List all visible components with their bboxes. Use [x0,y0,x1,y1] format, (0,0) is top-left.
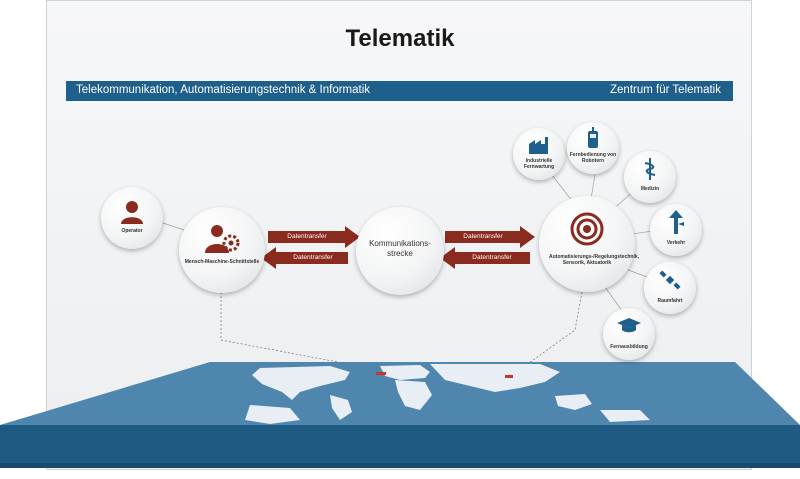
arrow-left-2 [440,247,530,269]
banner: Telekommunikation, Automatisierungstechn… [66,81,733,101]
app-space[interactable]: Raumfahrt [644,262,696,314]
app-medicine-label: Medizin [640,186,660,192]
arrow-left-1 [261,247,348,269]
communication-label: Kommunikations-strecke [369,239,431,258]
arrows [261,226,535,269]
remote-control-icon [588,127,598,148]
caduceus-icon [644,158,656,180]
operator-node[interactable]: Operator [101,187,163,249]
arrow-right-1-label: Datentransfer [287,233,327,240]
app-industrial-label: Industrielle Fernwartung [523,158,555,170]
app-industrial-maintenance[interactable]: Industrielle Fernwartung [513,128,565,180]
graduation-cap-icon [617,318,641,333]
map-marker-europe [376,372,386,375]
app-traffic[interactable]: Verkehr [650,204,702,256]
app-remote-education[interactable]: Fernausbildung [603,308,655,360]
platform-side [0,425,800,463]
page-title: Telematik [345,25,455,52]
communication-node[interactable]: Kommunikations-strecke [356,207,444,295]
app-space-label: Raumfahrt [657,298,683,304]
app-medicine[interactable]: Medizin [624,151,676,203]
banner-left-text: Telekommunikation, Automatisierungstechn… [76,84,371,96]
automation-label: Automatisierungs-/Regelungstechnik, Sens… [549,254,640,266]
arrow-right-2-label: Datentransfer [463,233,503,240]
factory-icon [529,137,548,154]
arrow-right-1 [268,226,360,248]
operator-gear-icon [205,225,240,253]
automation-node[interactable]: Automatisierungs-/Regelungstechnik, Sens… [539,196,640,292]
world-map-platform [0,362,800,468]
app-education-label: Fernausbildung [610,344,648,350]
mmi-label: Mensch-Maschine-Schnittstelle [184,259,260,265]
person-icon [121,201,143,224]
app-traffic-label: Verkehr [666,240,686,246]
world-map-continents [245,364,650,424]
banner-right-text: Zentrum für Telematik [610,84,721,96]
arrow-left-1-label: Datentransfer [293,254,333,261]
app-robot-control[interactable]: Fernbedienung von Robotern [567,122,619,174]
satellite-icon [659,270,681,290]
app-robot-label: Fernbedienung von Robotern [569,152,617,164]
arrow-left-2-label: Datentransfer [472,254,512,261]
arrow-right-2 [445,226,535,248]
mmi-node[interactable]: Mensch-Maschine-Schnittstelle [179,207,265,293]
operator-label: Operator [121,228,143,234]
signal-broadcast-icon [570,212,604,246]
traffic-arrow-icon [669,210,684,234]
map-marker-asia [505,375,513,378]
